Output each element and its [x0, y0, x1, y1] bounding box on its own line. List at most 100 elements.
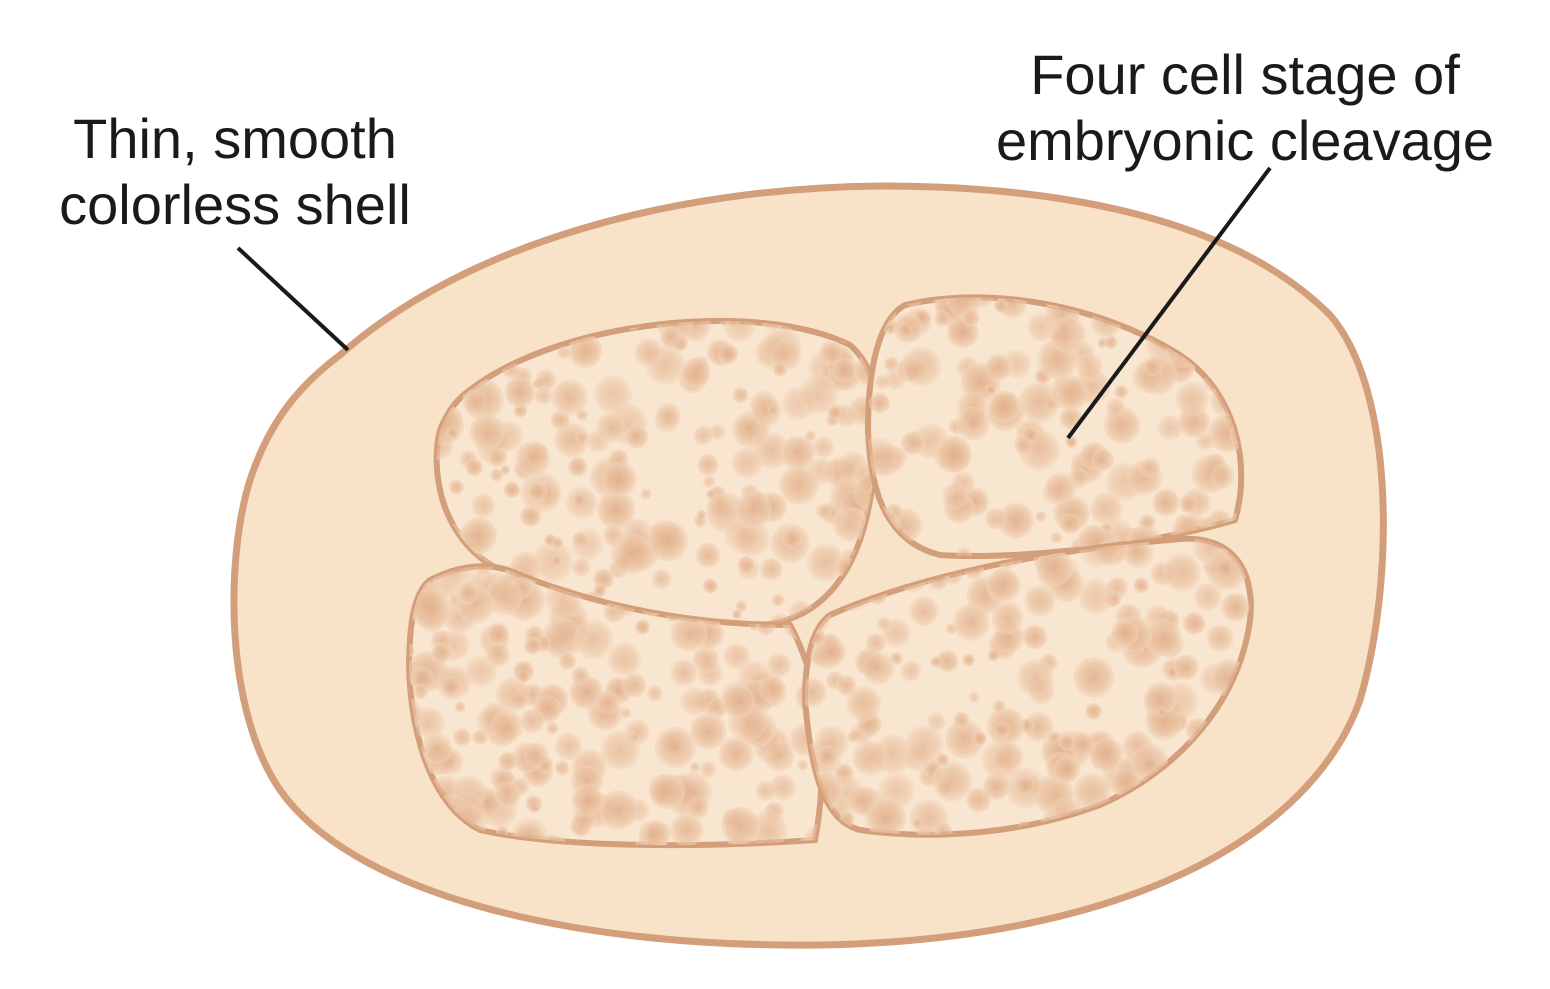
yolk-granule — [565, 486, 598, 519]
yolk-granule — [962, 653, 976, 667]
yolk-granule — [1104, 335, 1118, 349]
yolk-granule — [509, 690, 528, 710]
yolk-granule — [702, 578, 718, 594]
yolk-granule — [689, 761, 701, 773]
yolk-granule — [705, 489, 716, 500]
yolk-granule — [930, 656, 942, 668]
yolk-granule — [732, 386, 749, 404]
yolk-granule — [550, 410, 571, 430]
yolk-granule — [1044, 472, 1077, 504]
yolk-granule — [1121, 538, 1151, 566]
yolk-granule — [902, 358, 928, 383]
yolk-granule — [981, 739, 1023, 781]
yolk-granule — [1133, 577, 1149, 594]
yolk-granule — [1182, 611, 1206, 635]
yolk-granule — [806, 543, 846, 582]
yolk-granule — [900, 430, 925, 456]
yolk-granule — [779, 464, 820, 505]
yolk-granule — [463, 390, 488, 415]
yolk-granule — [570, 527, 604, 561]
yolk-granule — [936, 649, 959, 673]
yolk-granule — [651, 568, 672, 590]
yolk-granule — [1210, 463, 1235, 489]
yolk-granule — [992, 699, 1006, 713]
yolk-granule — [640, 488, 652, 500]
yolk-granule — [570, 784, 605, 818]
yolk-granule — [409, 643, 416, 658]
yolk-granule — [421, 733, 453, 765]
yolk-granule — [1139, 456, 1161, 478]
yolk-granule — [812, 436, 835, 458]
yolk-granule — [721, 684, 756, 719]
yolk-granule — [515, 440, 551, 476]
yolk-granule — [1091, 448, 1115, 472]
yolk-granule — [759, 675, 786, 703]
yolk-granule — [600, 730, 641, 771]
yolk-granule — [1178, 494, 1198, 514]
yolk-granule — [689, 712, 727, 751]
yolk-granule — [1053, 756, 1081, 784]
yolk-granule — [755, 780, 776, 802]
yolk-granule — [993, 721, 1011, 738]
yolk-granule — [771, 593, 785, 607]
yolk-granule — [1048, 730, 1060, 743]
yolk-granule — [1056, 376, 1089, 410]
yolk-granule — [575, 431, 589, 445]
yolk-granule — [634, 338, 663, 367]
yolk-granule — [1173, 654, 1199, 681]
yolk-granule — [723, 642, 751, 670]
yolk-granule — [1050, 531, 1063, 544]
yolk-granule — [718, 736, 754, 772]
yolk-granule — [692, 646, 720, 674]
yolk-granule — [646, 685, 664, 702]
yolk-granule — [942, 482, 969, 510]
yolk-granule — [1035, 549, 1073, 587]
yolk-granule — [1114, 384, 1129, 399]
yolk-granule — [1157, 707, 1167, 718]
yolk-granule — [1110, 619, 1139, 647]
yolk-granule — [815, 503, 832, 520]
yolk-granule — [832, 506, 868, 542]
yolk-granule — [527, 481, 548, 502]
yolk-granule — [410, 666, 435, 691]
yolk-granule — [876, 616, 892, 632]
yolk-granule — [763, 740, 795, 772]
yolk-granule — [1014, 775, 1036, 796]
yolk-granule — [1143, 618, 1182, 657]
yolk-granule — [781, 528, 803, 549]
yolk-granule — [546, 722, 559, 735]
yolk-granule — [670, 659, 698, 687]
yolk-granule — [1195, 432, 1215, 451]
yolk-granule — [780, 435, 816, 471]
shell-label-line-2: colorless shell — [59, 173, 411, 236]
yolk-granule — [1088, 737, 1124, 773]
yolk-granule — [852, 740, 888, 776]
yolk-granule — [723, 320, 756, 343]
yolk-granule — [1144, 682, 1177, 715]
yolk-granule — [1101, 522, 1112, 533]
yolk-granule — [865, 797, 907, 835]
yolk-granule — [1152, 488, 1180, 517]
yolk-granule — [454, 701, 466, 713]
yolk-granule — [718, 343, 739, 365]
yolk-granule — [568, 333, 603, 369]
yolk-granule — [1065, 435, 1078, 448]
yolk-granule — [554, 760, 570, 776]
yolk-granule — [567, 456, 588, 477]
yolk-granule — [934, 822, 953, 835]
yolk-granule — [696, 509, 707, 520]
yolk-granule — [519, 708, 545, 734]
yolk-granule — [1034, 510, 1047, 522]
yolk-granule — [680, 687, 709, 716]
yolk-granule — [997, 502, 1034, 539]
yolk-granule — [504, 376, 536, 408]
yolk-granule — [465, 655, 498, 688]
yolk-granule — [1085, 702, 1102, 720]
yolk-granule — [837, 451, 869, 483]
yolk-granule — [669, 813, 704, 846]
cell-bottom-left — [406, 563, 825, 849]
yolk-granule — [410, 587, 452, 630]
yolk-granule — [987, 649, 1000, 662]
yolk-granule — [898, 322, 913, 338]
yolk-granule — [956, 547, 972, 556]
